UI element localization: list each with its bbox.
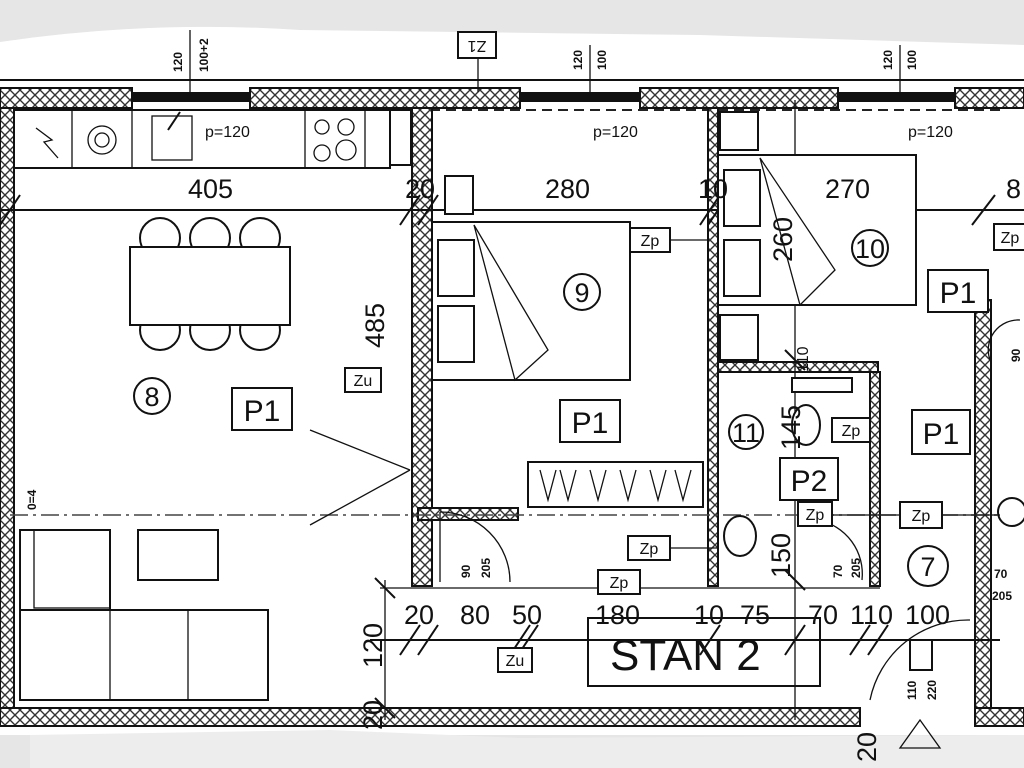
dimension-label: 110 <box>795 346 812 372</box>
window-mark-2: 120 100 <box>571 45 609 92</box>
dimension-label: 70 <box>808 600 838 630</box>
level-mark: 0=4 <box>25 489 39 510</box>
dimension-label: 80 <box>460 600 490 630</box>
dimension-label: 405 <box>188 174 233 204</box>
door-width: 90 <box>1009 348 1023 362</box>
floor-type: P1 <box>940 277 977 310</box>
window-mark-1: 120 100+2 <box>171 30 211 92</box>
wall-tags: Zp Zu Zp Zp Zu Zp Zp Zp Zp <box>344 223 1024 673</box>
floor-type: P1 <box>923 418 960 451</box>
dimension-label: 110 <box>850 600 893 630</box>
toilet-icon <box>791 404 821 446</box>
zu-tag: Zu <box>354 373 373 390</box>
window-width: 100+2 <box>197 38 211 72</box>
window-height: 120 <box>571 50 585 70</box>
room-number: 7 <box>920 552 935 582</box>
room-8: 8 P1 <box>133 377 293 431</box>
washbasin-icon <box>723 515 757 557</box>
zu-tag: Zu <box>506 653 525 670</box>
dimension-label: 20 <box>358 700 388 730</box>
dimension-label: 150 <box>766 533 796 578</box>
dimension-label: 270 <box>825 174 870 204</box>
parapet-height: p=120 <box>593 124 638 141</box>
door-height: 205 <box>479 558 493 578</box>
floor-type: P1 <box>244 395 281 428</box>
floor-type: P2 <box>791 465 828 498</box>
zp-tag: Zp <box>806 507 825 524</box>
dimension-label: 20 <box>404 600 434 630</box>
exterior-walls <box>0 79 1024 727</box>
zp-tag: Zp <box>640 541 659 558</box>
bathroom-fixtures <box>723 377 1024 557</box>
dimension-label: 10 <box>694 600 724 630</box>
zp-tag: Zp <box>610 575 629 592</box>
interior-walls <box>384 107 992 709</box>
section-mark-box <box>457 31 497 59</box>
room-11: 11 P2 <box>728 414 839 501</box>
dimension-label: 485 <box>360 303 390 348</box>
door-width: 70 <box>831 564 845 578</box>
parapet-height: p=120 <box>205 124 250 141</box>
parapet-height: p=120 <box>908 124 953 141</box>
shower-icon <box>997 497 1024 527</box>
wardrobe-room-9 <box>527 461 704 508</box>
window-height: 120 <box>171 52 185 72</box>
dining-table <box>129 217 291 351</box>
sofa <box>19 529 269 701</box>
zp-tag: Zp <box>912 508 931 525</box>
zp-tag: Zp <box>641 233 660 250</box>
dimension-lines <box>0 100 1024 720</box>
dimension-label: 50 <box>512 600 542 630</box>
section-mark: Z1 <box>468 37 487 54</box>
dimension-label: 145 <box>776 405 806 450</box>
dimension-label: 100 <box>905 600 950 630</box>
room-number: 11 <box>732 418 760 448</box>
door-height: 220 <box>925 680 939 700</box>
window-width: 100 <box>595 50 609 70</box>
door-width: 90 <box>459 564 473 578</box>
door-height: 205 <box>849 558 863 578</box>
door-width: 110 <box>905 680 919 700</box>
doors <box>309 319 1021 749</box>
dimension-label: 8 <box>1006 174 1021 204</box>
window-mark-3: 120 100 <box>881 45 919 92</box>
bottom-margin-shade <box>30 730 1024 768</box>
dimension-label: 260 <box>768 217 798 262</box>
electric-icon <box>35 127 59 159</box>
sink-icon <box>151 111 193 161</box>
door-height: 205 <box>992 589 1012 603</box>
dimension-label: 10 <box>698 174 728 204</box>
floor-type: P1 <box>572 407 609 440</box>
dimension-label: 120 <box>358 623 388 668</box>
room-number: 8 <box>144 382 159 412</box>
apartment-label-box <box>587 617 821 687</box>
kitchen-counter <box>13 109 391 169</box>
room-number: 9 <box>574 278 589 308</box>
dimension-label: 75 <box>740 600 770 630</box>
room-number: 10 <box>855 234 885 264</box>
window-width: 100 <box>905 50 919 70</box>
stove-icon <box>313 118 357 162</box>
zp-tag: Zp <box>1001 230 1020 247</box>
dimension-label: 280 <box>545 174 590 204</box>
door-width: 70 <box>994 567 1008 581</box>
dimension-label: 20 <box>405 174 435 204</box>
bed-room-10 <box>717 111 917 361</box>
dimension-label: 20 <box>852 732 882 762</box>
zp-tag: Zp <box>842 423 861 440</box>
apartment-label: STAN 2 <box>610 631 761 680</box>
washer-icon <box>87 125 117 155</box>
room-9: 9 P1 <box>559 273 621 443</box>
room-7: 7 P1 <box>907 409 971 587</box>
window-height: 120 <box>881 50 895 70</box>
room-10: 10 P1 <box>851 229 989 313</box>
dimension-label: 180 <box>595 600 640 630</box>
